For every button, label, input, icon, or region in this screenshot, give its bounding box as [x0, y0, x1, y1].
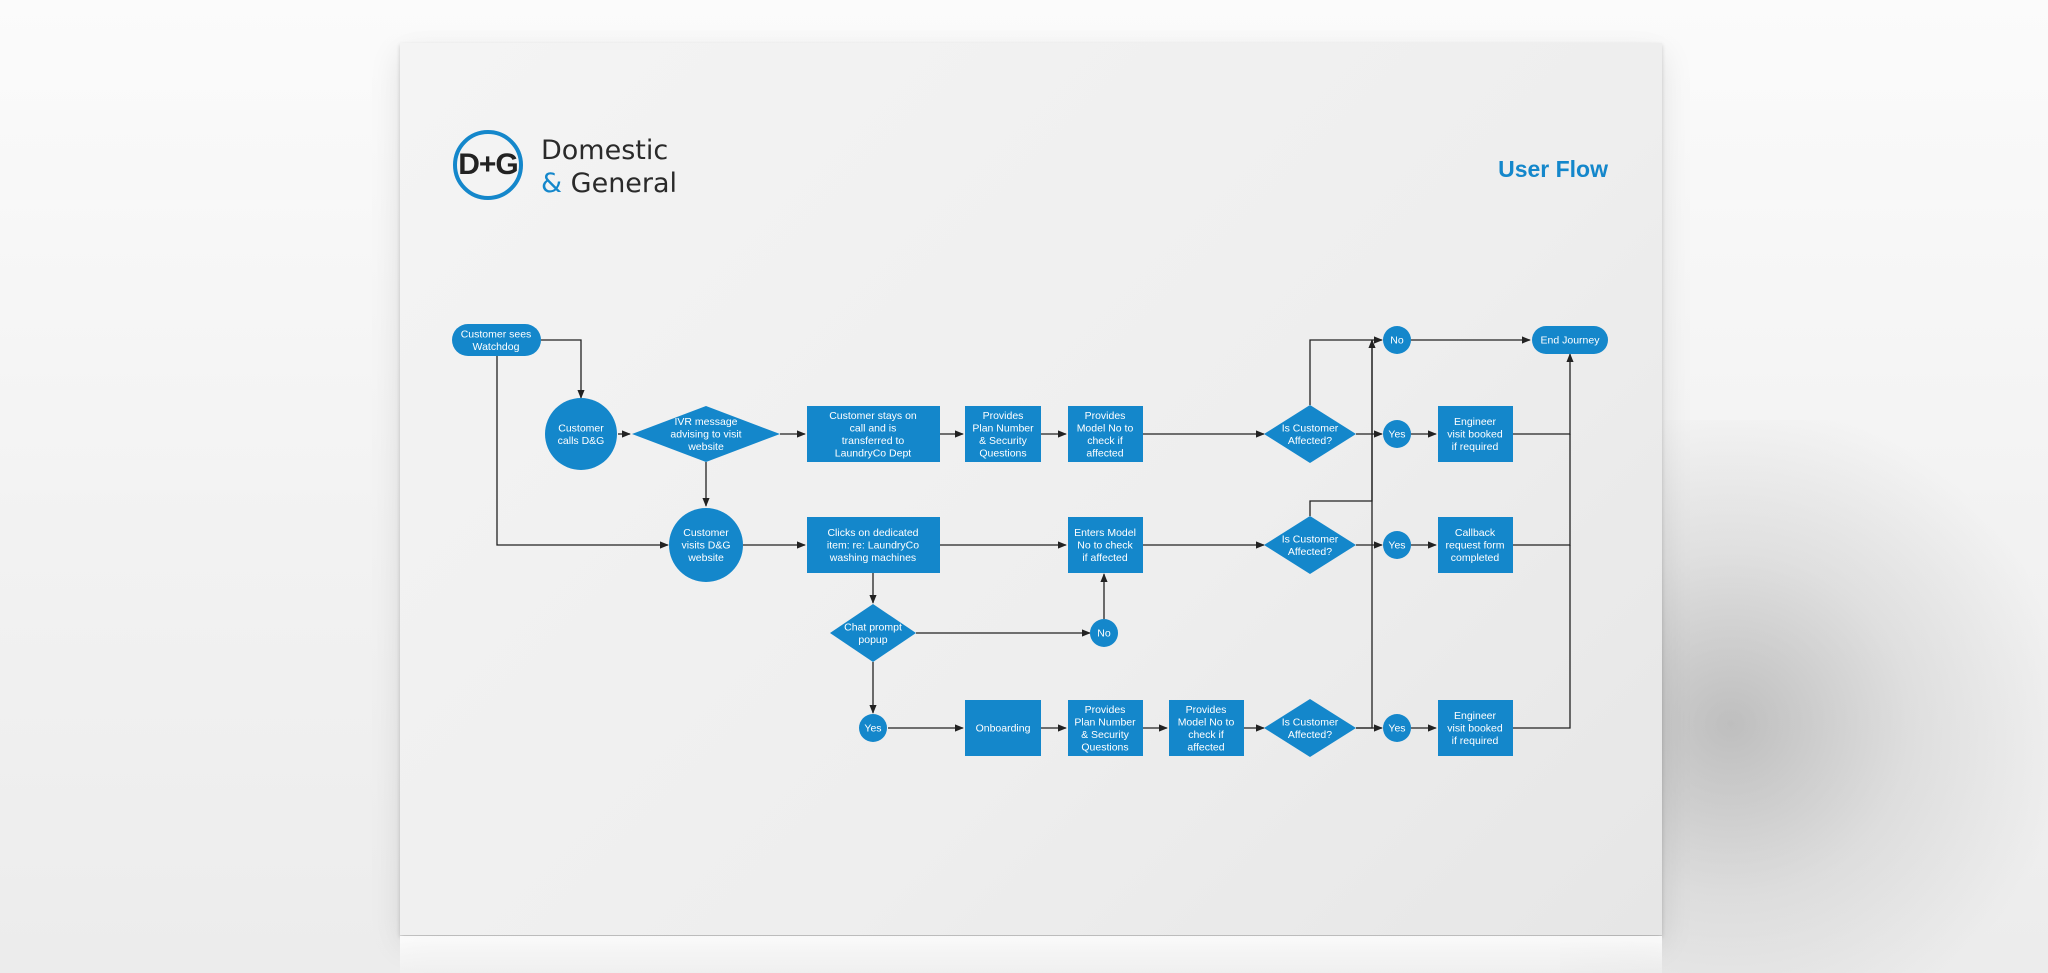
brand-name-general: General [570, 168, 678, 199]
node-end-journey: End Journey [1532, 326, 1608, 354]
logo-mark-icon: D+G [453, 130, 523, 200]
brand-logo: D+G Domestic & General [453, 130, 693, 210]
edge-affected3-to-no [1356, 340, 1373, 729]
page-title: User Flow [1498, 156, 1608, 182]
node-label: Yes [1388, 540, 1405, 552]
flow-edges [496, 336, 1574, 732]
edge-watchdog-to-website [496, 356, 669, 549]
node-label: Yes [864, 723, 881, 735]
node-label: End Journey [1541, 335, 1601, 347]
node-label: No [1097, 628, 1111, 640]
edge-engineer3-to-end [1513, 545, 1571, 729]
paper-sheet [400, 43, 1662, 935]
node-label: Onboarding [976, 723, 1031, 735]
brand-name-line2: & General [541, 167, 677, 200]
edge-affected1-to-no [1309, 336, 1383, 405]
node-no-chat: No [1090, 619, 1118, 647]
node-yes-1: Yes [1383, 420, 1411, 448]
node-onboarding: Onboarding [965, 700, 1041, 756]
edge-callback-to-end [1513, 434, 1571, 546]
node-label: Yes [1388, 429, 1405, 441]
brand-amp: & [541, 168, 563, 199]
floor-reflection [400, 936, 1662, 973]
node-label: Yes [1388, 723, 1405, 735]
node-yes-2: Yes [1383, 531, 1411, 559]
brand-name: Domestic & General [541, 134, 677, 200]
node-yes-chat: Yes [859, 714, 887, 742]
edge-watchdog-to-calls [541, 339, 585, 399]
node-yes-3: Yes [1383, 714, 1411, 742]
node-label: No [1390, 335, 1404, 347]
node-no-1: No [1383, 326, 1411, 354]
edge-engineer1-to-end [1513, 353, 1574, 435]
brand-name-line1: Domestic [541, 135, 669, 166]
logo-mark-text: D+G [458, 148, 519, 181]
